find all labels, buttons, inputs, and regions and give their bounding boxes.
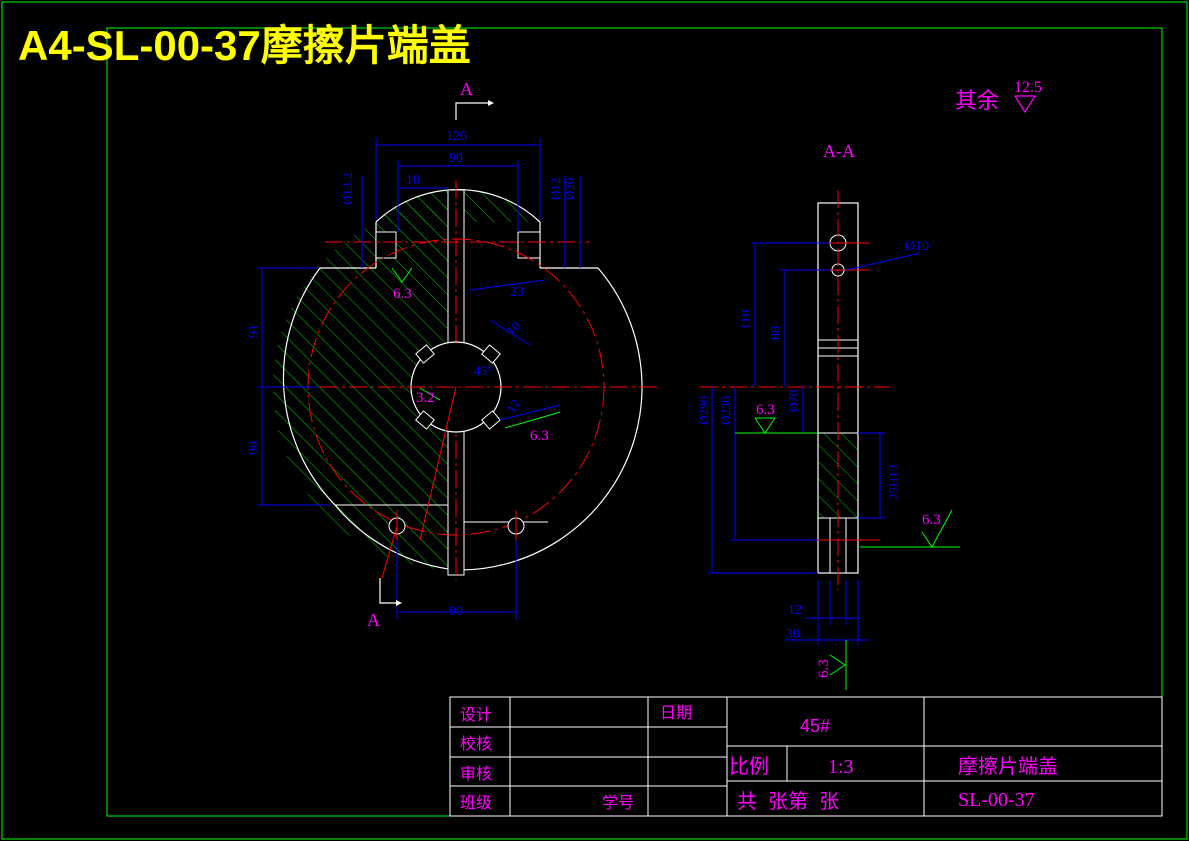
dim-23: 23: [510, 285, 524, 300]
tb-scale-label: 比例: [729, 755, 769, 778]
dim-88: 88: [769, 326, 784, 340]
tb-design: 设计: [460, 706, 492, 724]
front-view: 126 90 10 Ø13.2 Ø12 Ø20 23 91 90 90 10 4…: [247, 79, 660, 630]
roughness-front-2: 3.2: [416, 390, 435, 406]
dim-13-2: Ø13.2: [340, 173, 355, 205]
tb-student-no: 学号: [602, 794, 634, 812]
dim-45deg: 45°: [474, 363, 492, 378]
view-label-aa: A-A: [823, 141, 855, 161]
dim-90-top: 90: [449, 151, 463, 166]
section-cut-top: A: [460, 79, 473, 99]
dim-d230: Ø230: [718, 396, 733, 425]
tb-date: 日期: [660, 704, 692, 722]
dim-dia10: Ø10: [905, 239, 929, 254]
dim-91: 91: [247, 324, 262, 338]
surface-note-value: 12.5: [1014, 79, 1042, 96]
dim-d290: Ø290: [696, 396, 711, 425]
roughness-side-2: 6.3: [922, 512, 941, 528]
side-view: A-A: [696, 141, 960, 690]
tb-sheets: 共 张第 张: [737, 790, 839, 813]
tb-class: 班级: [460, 794, 492, 812]
dim-20: Ø20: [562, 178, 577, 200]
roughness-symbol: [1014, 95, 1037, 114]
dim-10: 10: [406, 173, 420, 188]
surface-note-label: 其余: [955, 88, 999, 113]
tb-scale-value: 1:3: [828, 756, 854, 778]
dim-90-left: 90: [247, 441, 262, 455]
roughness-side-1: 6.3: [756, 402, 775, 418]
section-cut-bottom: A: [367, 610, 380, 630]
roughness-front-1: 6.3: [393, 286, 412, 302]
dim-12: Ø12: [548, 178, 563, 200]
roughness-side-3: 6.3: [816, 659, 832, 678]
dim-110: 110: [739, 310, 754, 330]
dim-25h13: 25H13: [886, 465, 901, 500]
drawing-title: A4-SL-00-37摩擦片端盖: [18, 22, 471, 69]
dim-w30: 30: [786, 627, 800, 642]
tb-review: 审核: [460, 765, 492, 783]
dim-d70: Ø70: [786, 390, 801, 412]
title-block: [449, 696, 1163, 817]
tb-material: 45#: [800, 716, 830, 736]
tb-code: SL-00-37: [958, 789, 1035, 811]
tb-part-name: 摩擦片端盖: [958, 755, 1058, 778]
inner-frame: [106, 27, 1163, 817]
dim-r12: 12: [504, 397, 523, 416]
tb-check: 校核: [460, 735, 492, 753]
dim-90-bottom: 90: [449, 604, 463, 619]
dim-r10: 10: [504, 318, 524, 338]
dim-w12: 12: [788, 603, 802, 618]
roughness-front-3: 6.3: [530, 428, 549, 444]
dim-126: 126: [446, 129, 467, 144]
outer-circle: [282, 267, 336, 506]
